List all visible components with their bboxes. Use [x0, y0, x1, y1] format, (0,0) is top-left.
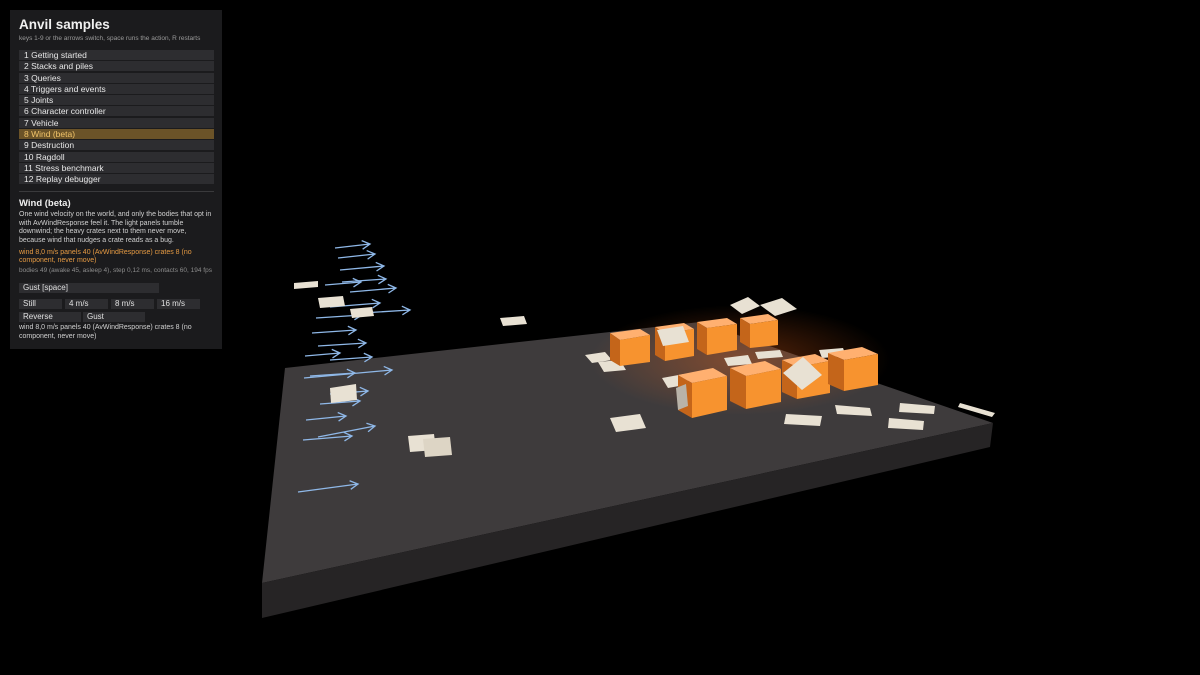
panel — [318, 296, 345, 308]
menu-item[interactable]: 4 Triggers and events — [19, 83, 214, 94]
speed-16-button[interactable]: 16 m/s — [157, 299, 200, 309]
panel — [784, 414, 822, 426]
wind-arrow — [324, 277, 363, 288]
gust-button[interactable]: Gust — [83, 312, 145, 322]
crate — [697, 318, 737, 355]
wind-arrow — [302, 431, 354, 442]
crate — [828, 347, 878, 391]
panel — [585, 352, 612, 363]
crates — [610, 314, 878, 418]
wind-arrow — [303, 365, 394, 379]
wind-status: wind 8,0 m/s panels 40 (AvWindResponse) … — [19, 248, 192, 265]
menu-item[interactable]: 9 Destruction — [19, 140, 214, 151]
physics-stats: bodies 49 (awake 45, asleep 4), step 0,1… — [19, 266, 212, 274]
wind-arrow — [349, 283, 398, 294]
menu-item[interactable]: 11 Stress benchmark — [19, 162, 214, 173]
menu-item[interactable]: 7 Vehicle — [19, 117, 214, 128]
menu-item[interactable]: 3 Queries — [19, 72, 214, 83]
wind-arrow — [317, 338, 368, 349]
panel — [755, 350, 783, 359]
menu-item[interactable]: 1 Getting started — [19, 50, 214, 60]
panel — [610, 414, 646, 432]
menu-item[interactable]: 10 Ragdoll — [19, 151, 214, 162]
panel — [888, 418, 924, 430]
panel — [657, 326, 689, 346]
panel — [835, 405, 872, 416]
crate — [610, 329, 650, 366]
wind-arrow — [337, 249, 377, 260]
footer-status: wind 8,0 m/s panels 40 (AvWindResponse) … — [19, 324, 192, 340]
app-title: Anvil samples — [19, 17, 110, 32]
wind-arrow — [341, 274, 388, 285]
menu-item[interactable]: 8 Wind (beta) — [19, 129, 214, 140]
crate — [740, 314, 778, 348]
wind-arrow — [334, 240, 372, 250]
panel — [899, 403, 935, 414]
wind-panels — [294, 281, 995, 457]
wind-arrow — [317, 422, 377, 438]
menu-item[interactable]: 2 Stacks and piles — [19, 61, 214, 72]
speed-4-button[interactable]: 4 m/s — [65, 299, 108, 309]
panel — [760, 298, 797, 316]
reverse-button[interactable]: Reverse — [19, 312, 81, 322]
samples-panel: Anvil samples keys 1-9 or the arrows swi… — [10, 10, 222, 349]
wind-arrow — [297, 480, 360, 493]
crate — [730, 361, 781, 409]
menu-item[interactable]: 12 Replay debugger — [19, 174, 214, 185]
gust-action-button[interactable]: Gust [space] — [19, 283, 159, 293]
wind-arrow — [311, 325, 358, 336]
sample-title: Wind (beta) — [19, 198, 71, 210]
panel — [294, 281, 318, 289]
wind-arrow — [339, 261, 386, 272]
panel — [958, 403, 995, 417]
panel — [730, 297, 760, 314]
panel — [500, 316, 527, 326]
panel — [350, 307, 374, 318]
sample-description: One wind velocity on the world, and only… — [19, 211, 212, 245]
panel — [676, 384, 688, 410]
crate — [678, 368, 727, 418]
wind-arrow — [304, 348, 342, 359]
panel — [724, 355, 752, 366]
divider — [19, 191, 214, 193]
menu-item[interactable]: 5 Joints — [19, 95, 214, 106]
wind-arrow — [305, 411, 348, 422]
panel — [423, 437, 452, 457]
keyboard-hint: keys 1-9 or the arrows switch, space run… — [19, 35, 201, 42]
panel — [783, 357, 822, 390]
speed-8-button[interactable]: 8 m/s — [111, 299, 154, 309]
speed-still-button[interactable]: Still — [19, 299, 62, 309]
panel — [330, 384, 357, 403]
menu-item[interactable]: 6 Character controller — [19, 106, 214, 117]
wind-arrow — [329, 352, 374, 363]
